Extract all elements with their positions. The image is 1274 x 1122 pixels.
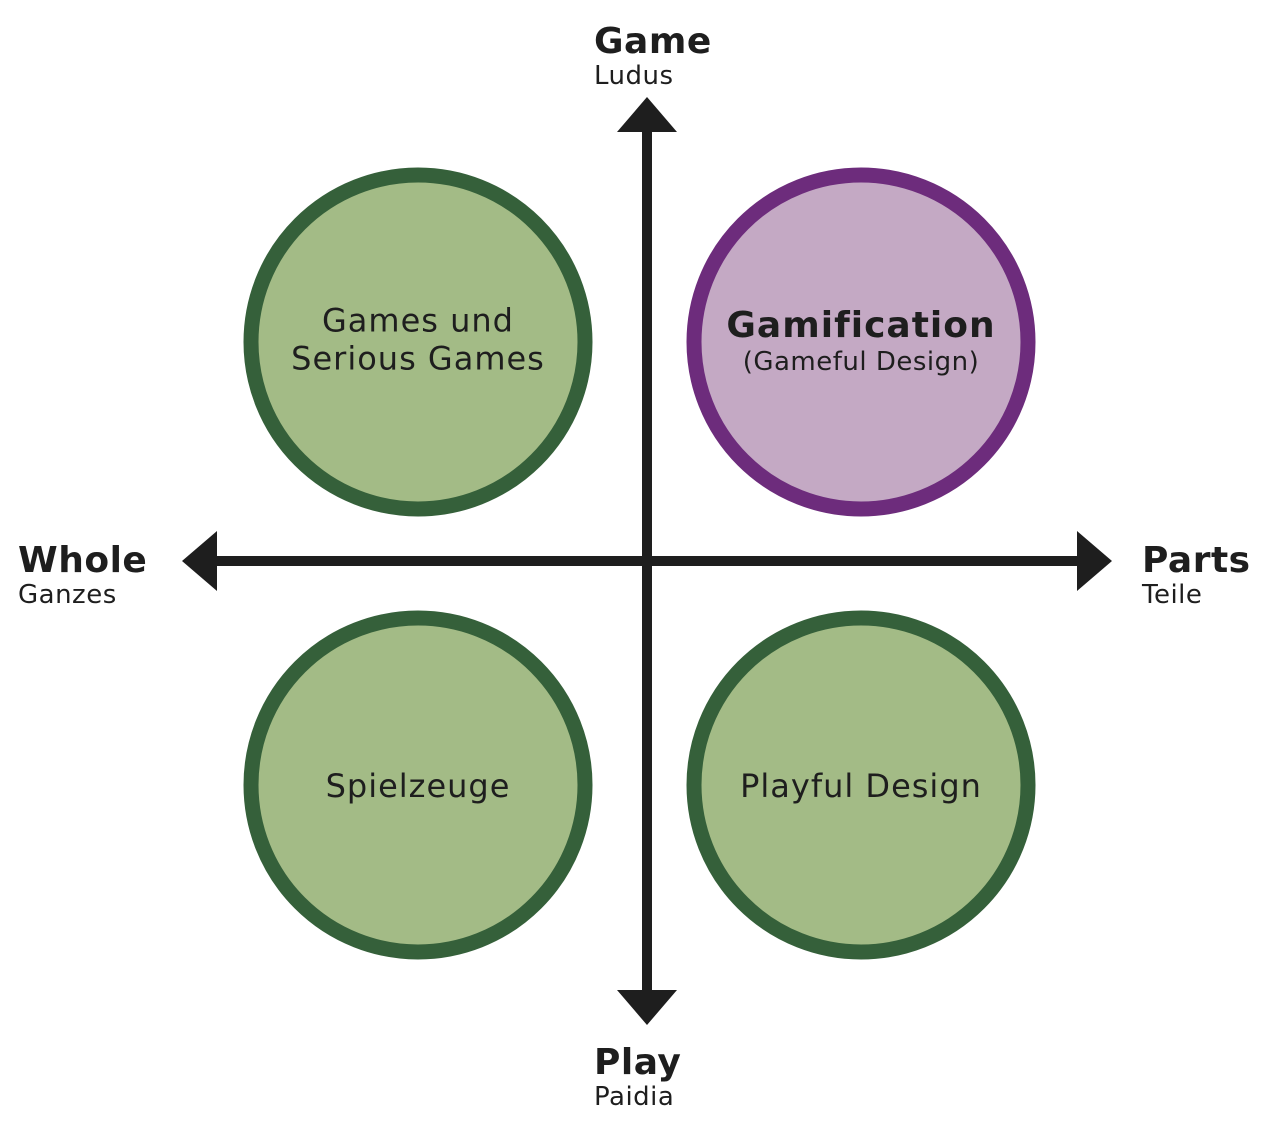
label-spielzeuge: Spielzeuge [325, 766, 511, 805]
axis-label-game: Game [594, 21, 712, 62]
arrow-right-icon [1077, 531, 1112, 591]
axis-label-top: Game Ludus [594, 21, 712, 91]
circle-playful-design [686, 610, 1036, 960]
arrow-up-icon [617, 97, 677, 132]
label-gamification-group: Gamification (Gameful Design) [726, 304, 995, 378]
arrow-left-icon [182, 531, 217, 591]
circle-spielzeuge [243, 610, 593, 960]
label-serious-games: Serious Games [291, 340, 545, 378]
axis-label-whole: Whole [18, 540, 148, 581]
axis-label-right: Parts Teile [1142, 540, 1251, 610]
label-playful-design-group: Playful Design [740, 767, 982, 805]
axis-label-bottom: Play Paidia [594, 1042, 682, 1112]
axis-label-ganzes: Ganzes [18, 580, 117, 610]
axis-label-left: Whole Ganzes [18, 540, 148, 610]
label-spielzeuge-group: Spielzeuge [326, 767, 511, 805]
axis-label-ludus: Ludus [594, 61, 674, 91]
label-playful-design: Playful Design [740, 766, 982, 805]
arrow-down-icon [617, 990, 677, 1025]
label-games-serious-games: Games und Serious Games [291, 302, 545, 379]
circle-games-serious-games [243, 167, 593, 517]
axis-label-paidia: Paidia [594, 1082, 675, 1112]
label-gamification: Gamification [726, 304, 996, 346]
label-gameful-design: (Gameful Design) [742, 347, 980, 377]
axis-label-play: Play [594, 1042, 682, 1083]
axis-label-teile: Teile [1142, 580, 1203, 610]
circle-gamification [686, 167, 1036, 517]
label-games-und: Games und [322, 301, 514, 340]
axis-label-parts: Parts [1142, 540, 1251, 581]
